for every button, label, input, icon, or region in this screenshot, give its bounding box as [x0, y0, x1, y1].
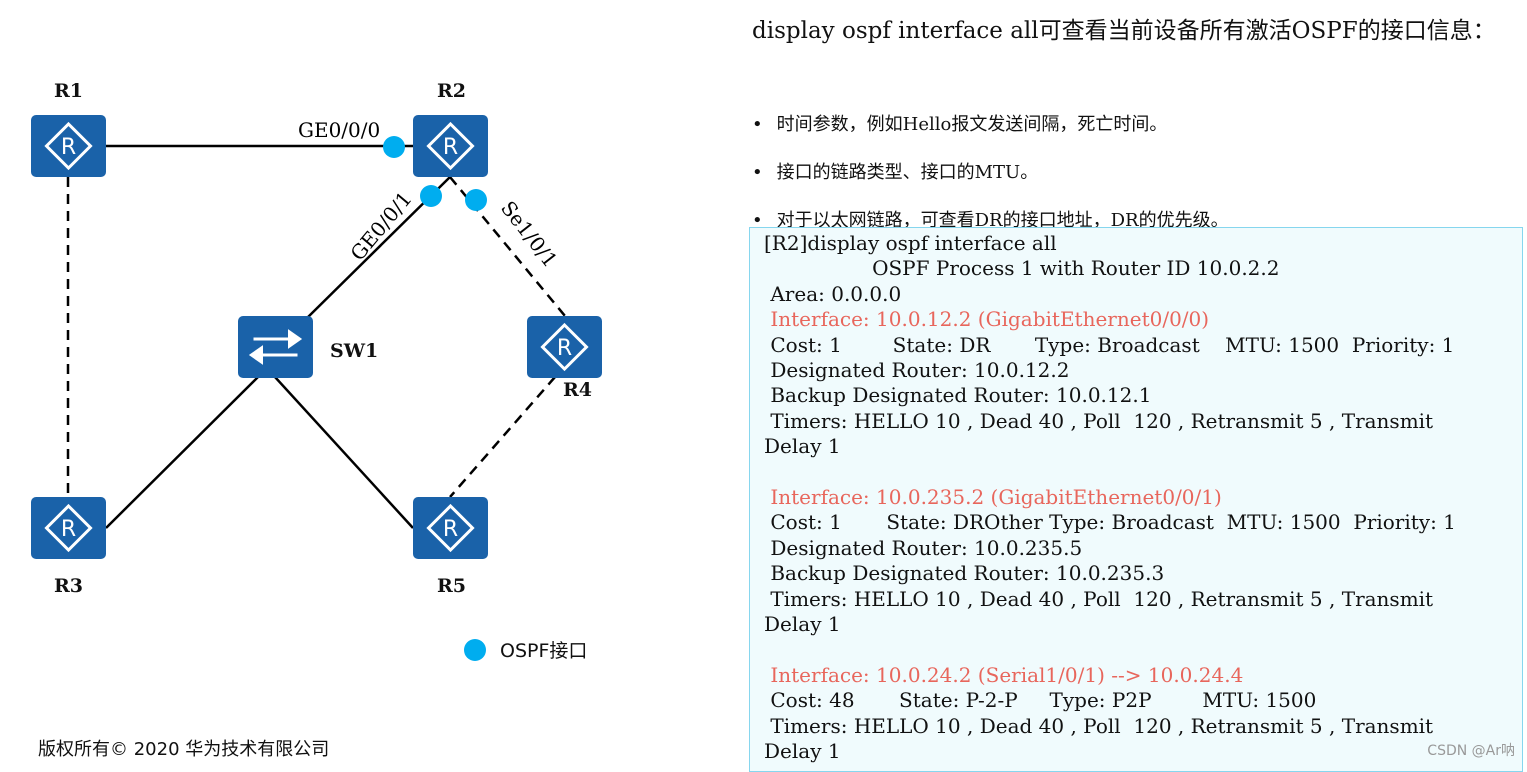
- label-r3: R3: [54, 575, 84, 597]
- heading: display ospf interface all可查看当前设备所有激活OSP…: [752, 18, 1496, 44]
- ospf-interface-dot: [383, 136, 405, 158]
- output-line: [R2]display ospf interface all: [764, 231, 1057, 255]
- bullet-item: •接口的链路类型、接口的MTU。: [752, 162, 1039, 183]
- output-line: OSPF Process 1 with Router ID 10.0.2.2: [764, 256, 1280, 281]
- ospf-dot-icon: [464, 638, 486, 661]
- link-r2-r4: [449, 176, 566, 317]
- bullet-item: •对于以太网链路，可查看DR的接口地址，DR的优先级。: [752, 210, 1229, 231]
- output-line: Delay 1: [764, 434, 841, 459]
- output-line: [764, 638, 1522, 663]
- svg-text:R: R: [557, 336, 572, 361]
- output-line: Delay 1: [764, 739, 841, 764]
- output-line: Backup Designated Router: 10.0.235.3: [764, 561, 1165, 586]
- output-line: Designated Router: 10.0.12.2: [764, 358, 1070, 383]
- interface-header-line: Interface: 10.0.12.2 (GigabitEthernet0/0…: [764, 307, 1210, 332]
- router-r5-icon: R: [413, 497, 488, 559]
- svg-text:R: R: [443, 135, 458, 160]
- router-r2-icon: R: [413, 115, 488, 177]
- link-sw1-r5: [274, 376, 414, 529]
- router-r3-icon: R: [31, 497, 106, 559]
- label-sw1: SW1: [330, 340, 379, 362]
- legend-label: OSPF接口: [500, 640, 588, 662]
- copyright: 版权所有© 2020 华为技术有限公司: [38, 739, 330, 760]
- interface-header-line: Interface: 10.0.235.2 (GigabitEthernet0/…: [764, 485, 1222, 510]
- output-line: Cost: 1 State: DROther Type: Broadcast M…: [764, 510, 1456, 535]
- output-line: Timers: HELLO 10 , Dead 40 , Poll 120 , …: [764, 408, 1434, 433]
- ospf-interface-dot: [420, 185, 442, 207]
- output-line: Delay 1: [764, 612, 841, 637]
- output-line: Area: 0.0.0.0: [764, 281, 902, 306]
- output-line: Timers: HELLO 10 , Dead 40 , Poll 120 , …: [764, 713, 1434, 738]
- svg-text:R: R: [61, 135, 76, 160]
- router-r1-icon: R: [31, 115, 106, 177]
- watermark: CSDN @Ar呐: [1427, 743, 1515, 759]
- link-sw1-r3: [105, 376, 259, 529]
- output-line: Backup Designated Router: 10.0.12.1: [764, 383, 1152, 408]
- label-ge000: GE0/0/0: [298, 118, 380, 142]
- svg-text:R: R: [61, 517, 76, 542]
- output-line: Cost: 1 State: DR Type: Broadcast MTU: 1…: [764, 332, 1455, 357]
- command-output: [R2]display ospf interface all OSPF Proc…: [749, 227, 1523, 772]
- output-line: Cost: 48 State: P-2-P Type: P2P MTU: 150…: [764, 688, 1317, 713]
- interface-header-line: Interface: 10.0.24.2 (Serial1/0/1) --> 1…: [764, 662, 1244, 687]
- switch-sw1-icon: [238, 316, 313, 378]
- label-ge001: GE0/0/1: [345, 187, 416, 265]
- legend: OSPF接口: [464, 636, 587, 663]
- link-r4-r5: [449, 376, 556, 498]
- ospf-interface-dot: [465, 189, 487, 211]
- router-r4-icon: R: [527, 316, 602, 378]
- svg-text:R: R: [443, 517, 458, 542]
- label-r4: R4: [563, 379, 593, 401]
- label-se101: Se1/0/1: [496, 196, 562, 272]
- output-line: [764, 460, 1522, 485]
- label-r1: R1: [54, 80, 84, 102]
- bullet-item: •时间参数，例如Hello报文发送间隔，死亡时间。: [752, 114, 1168, 135]
- output-line: Designated Router: 10.0.235.5: [764, 535, 1083, 560]
- output-line: Timers: HELLO 10 , Dead 40 , Poll 120 , …: [764, 586, 1434, 611]
- network-topology: R R R R R GE0/0/0 GE0/0/1 Se1/0/1: [31, 115, 602, 559]
- label-r2: R2: [437, 80, 467, 102]
- label-r5: R5: [437, 575, 467, 597]
